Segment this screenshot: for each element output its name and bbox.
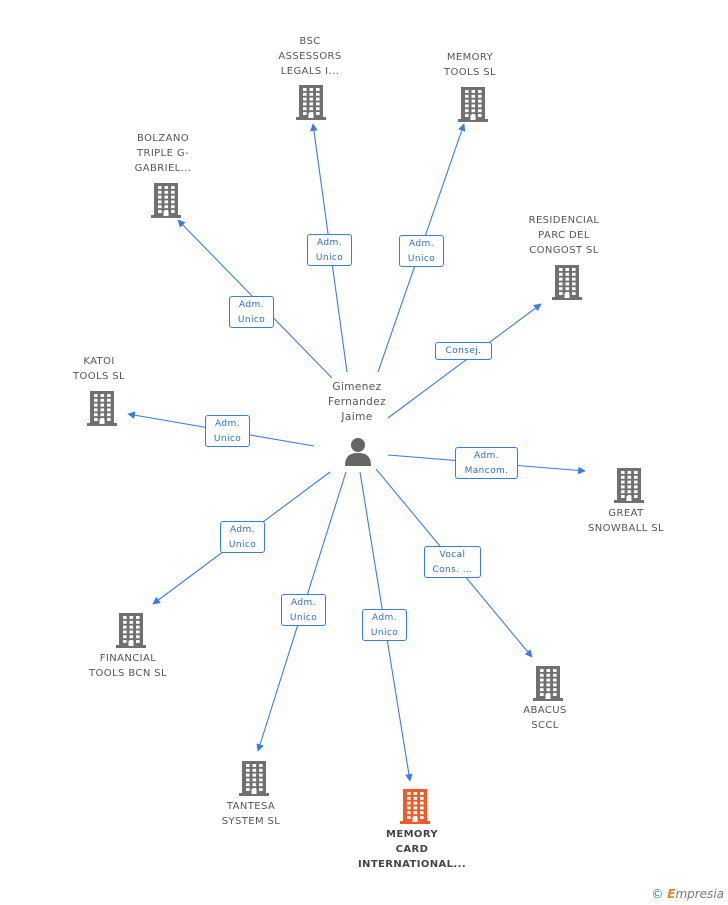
role-label-bolzano: Adm. Unico <box>229 296 274 328</box>
role-label-katoi: Adm. Unico <box>205 415 250 447</box>
building-icon[interactable] <box>532 665 564 701</box>
role-label-great-snowball: Adm. Mancom. <box>455 447 518 479</box>
building-icon[interactable] <box>399 788 431 824</box>
building-icon[interactable] <box>457 86 489 122</box>
role-label-bsc: Adm. Unico <box>307 234 352 266</box>
footer-brand: © Empresia <box>651 887 724 901</box>
building-icon[interactable] <box>613 467 645 503</box>
company-label-memory-card[interactable]: MEMORY CARD INTERNATIONAL... <box>357 829 467 870</box>
company-label-great-snowball[interactable]: GREAT SNOWBALL SL <box>588 508 664 534</box>
person-icon[interactable] <box>342 436 374 468</box>
company-label-residencial[interactable]: RESIDENCIAL PARC DEL CONGOST SL <box>528 215 600 256</box>
building-icon[interactable] <box>551 264 583 300</box>
role-label-abacus: Vocal Cons. ... <box>424 546 481 578</box>
brand-logo: Empresia <box>667 887 724 901</box>
role-label-memory-tools: Adm. Unico <box>399 235 444 267</box>
role-label-memory-card: Adm. Unico <box>362 609 407 641</box>
building-icon[interactable] <box>115 612 147 648</box>
company-label-memory-tools[interactable]: MEMORY TOOLS SL <box>443 52 497 78</box>
company-label-tantesa[interactable]: TANTESA SYSTEM SL <box>221 801 281 827</box>
copyright-icon: © <box>651 887 664 901</box>
building-icon[interactable] <box>86 390 118 426</box>
company-label-bolzano[interactable]: BOLZANO TRIPLE G- GABRIEL... <box>134 133 192 174</box>
center-person-name[interactable]: Gimenez Fernandez Jaime <box>327 381 387 423</box>
building-icon[interactable] <box>150 182 182 218</box>
edge-line-residencial <box>387 303 542 419</box>
role-label-financial-tools: Adm. Unico <box>220 521 265 553</box>
building-icon[interactable] <box>238 760 270 796</box>
company-label-abacus[interactable]: ABACUS SCCL <box>523 705 567 731</box>
company-label-financial-tools[interactable]: FINANCIAL TOOLS BCN SL <box>89 653 167 679</box>
company-label-bsc[interactable]: BSC ASSESSORS LEGALS I... <box>278 36 342 77</box>
company-label-katoi[interactable]: KATOI TOOLS SL <box>72 356 126 382</box>
building-icon[interactable] <box>295 84 327 120</box>
role-label-residencial: Consej. <box>435 342 492 360</box>
role-label-tantesa: Adm. Unico <box>281 594 326 626</box>
